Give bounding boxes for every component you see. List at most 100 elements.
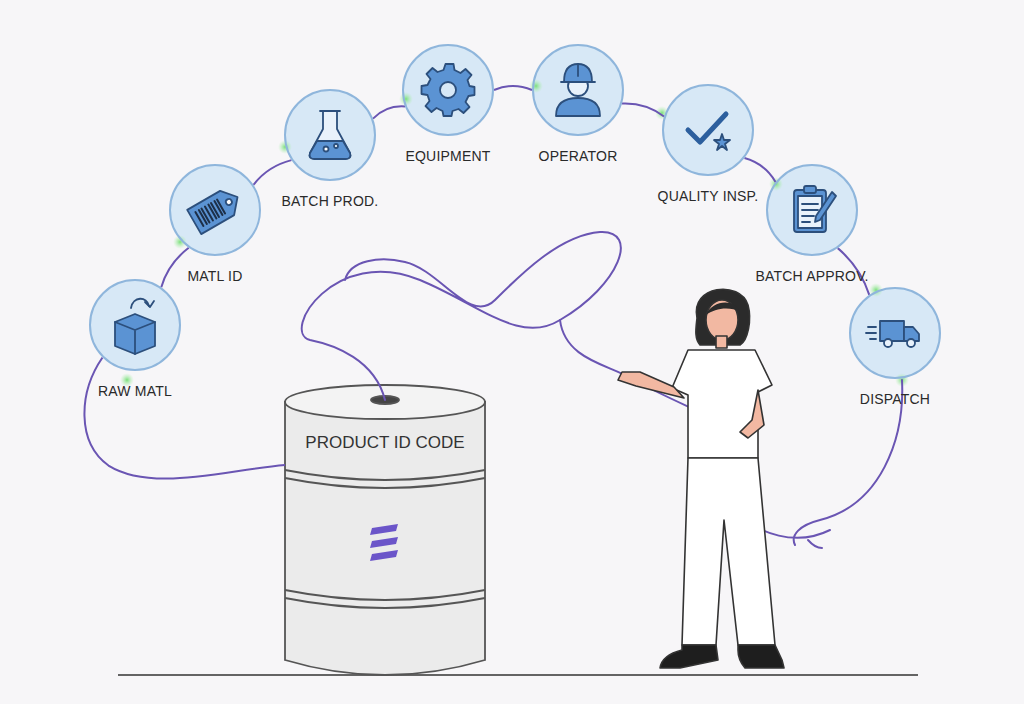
drawing-part	[802, 215, 814, 217]
drawing-part	[868, 326, 876, 328]
drawing-part	[320, 110, 340, 112]
ground-line	[118, 674, 918, 676]
drawing-part	[815, 192, 836, 222]
drawing-part	[310, 111, 351, 159]
process-circle: BATCH APPROV.	[766, 164, 858, 256]
drawing-part	[556, 98, 600, 116]
drawing-part	[564, 64, 592, 82]
drawing-part	[802, 203, 818, 205]
drawing-part	[334, 144, 338, 148]
drawing-part	[561, 81, 595, 83]
truck-icon	[866, 321, 919, 347]
drawing-part	[310, 141, 351, 159]
drawing-part	[217, 200, 225, 214]
drawing-part	[804, 186, 816, 193]
process-circle: BATCH PROD.	[284, 89, 376, 181]
drawing-part	[850, 288, 940, 378]
woman-figure	[618, 289, 784, 668]
drawing-part	[370, 537, 398, 548]
box-icon	[115, 299, 155, 354]
step-label: RAW MATL	[98, 383, 172, 399]
drawing-part	[285, 590, 485, 608]
connector-thread	[622, 103, 664, 116]
step-label: OPERATOR	[539, 148, 618, 164]
drawing-part	[285, 90, 375, 180]
drawing-part	[440, 82, 456, 98]
barrel-label: PRODUCT ID CODE	[285, 433, 485, 453]
drawing-part	[324, 147, 329, 152]
check-icon	[688, 114, 730, 150]
connector-thread	[161, 248, 188, 287]
drawing-part	[618, 372, 684, 398]
drawing-part	[422, 64, 475, 116]
barrel-logo	[370, 524, 398, 561]
drawing-part	[738, 645, 784, 668]
drawing-part	[533, 45, 623, 135]
drawing-part	[740, 390, 764, 438]
drawing-part	[907, 339, 915, 347]
drawing-part	[370, 550, 398, 561]
glow-dots	[120, 79, 909, 387]
drawing-part	[716, 336, 727, 348]
drawing-part	[866, 332, 876, 334]
step-label: QUALITY INSP.	[658, 188, 759, 204]
drawing-part	[170, 165, 260, 255]
drawing-part	[663, 85, 753, 175]
drawing-part	[870, 338, 876, 340]
process-circle: MATL ID	[169, 164, 261, 256]
drawing-part	[880, 321, 904, 341]
drawing-part	[706, 303, 740, 315]
drawing-part	[195, 200, 225, 226]
tag-icon	[187, 185, 244, 234]
drawing-part	[225, 198, 233, 206]
drawing-part	[399, 92, 413, 106]
circle-fills	[90, 45, 940, 378]
process-circle: RAW MATL	[89, 279, 181, 371]
connector-thread	[373, 106, 405, 118]
gear-icon	[422, 64, 475, 116]
drawing-part	[802, 209, 818, 211]
drawing-part	[285, 402, 485, 675]
drawing-part	[660, 645, 718, 668]
process-circle: QUALITY INSP.	[662, 84, 754, 176]
drawing-part	[285, 385, 485, 419]
drawing-part	[285, 470, 485, 488]
drawing-part	[187, 185, 244, 234]
drawing-part	[115, 322, 155, 354]
step-label: EQUIPMENT	[405, 148, 490, 164]
drawing-part	[808, 540, 822, 548]
connector-thread	[744, 158, 775, 182]
drawing-part	[869, 283, 883, 297]
step-label: BATCH APPROV.	[755, 268, 868, 284]
threads	[302, 232, 903, 548]
drawing-part	[655, 106, 669, 120]
step-label: MATL ID	[187, 268, 242, 284]
drawing-part	[403, 45, 493, 135]
clipboard-icon	[794, 186, 836, 232]
connector-thread	[494, 86, 532, 90]
drawing-part	[115, 314, 155, 354]
drawing-part	[672, 350, 772, 458]
barrel	[285, 385, 485, 675]
drawing-part	[577, 64, 579, 76]
operator-icon	[556, 64, 600, 116]
drawing-part	[145, 301, 154, 307]
flask-icon	[310, 111, 351, 159]
drawing-part	[714, 134, 730, 150]
drawing-part	[370, 524, 398, 535]
drawing-part	[90, 280, 180, 370]
process-circle: DISPATCH	[849, 287, 941, 379]
drawing-part	[767, 165, 857, 255]
drawing-part	[682, 458, 775, 645]
barrel-node: PRODUCT ID CODE	[285, 385, 485, 675]
drawing-part	[769, 177, 783, 191]
drawing-part	[173, 235, 187, 249]
step-label: DISPATCH	[860, 391, 930, 407]
step-label: BATCH PROD.	[282, 193, 379, 209]
drawing-part	[302, 232, 621, 400]
drawing-part	[802, 221, 810, 223]
process-circle: OPERATOR	[532, 44, 624, 136]
